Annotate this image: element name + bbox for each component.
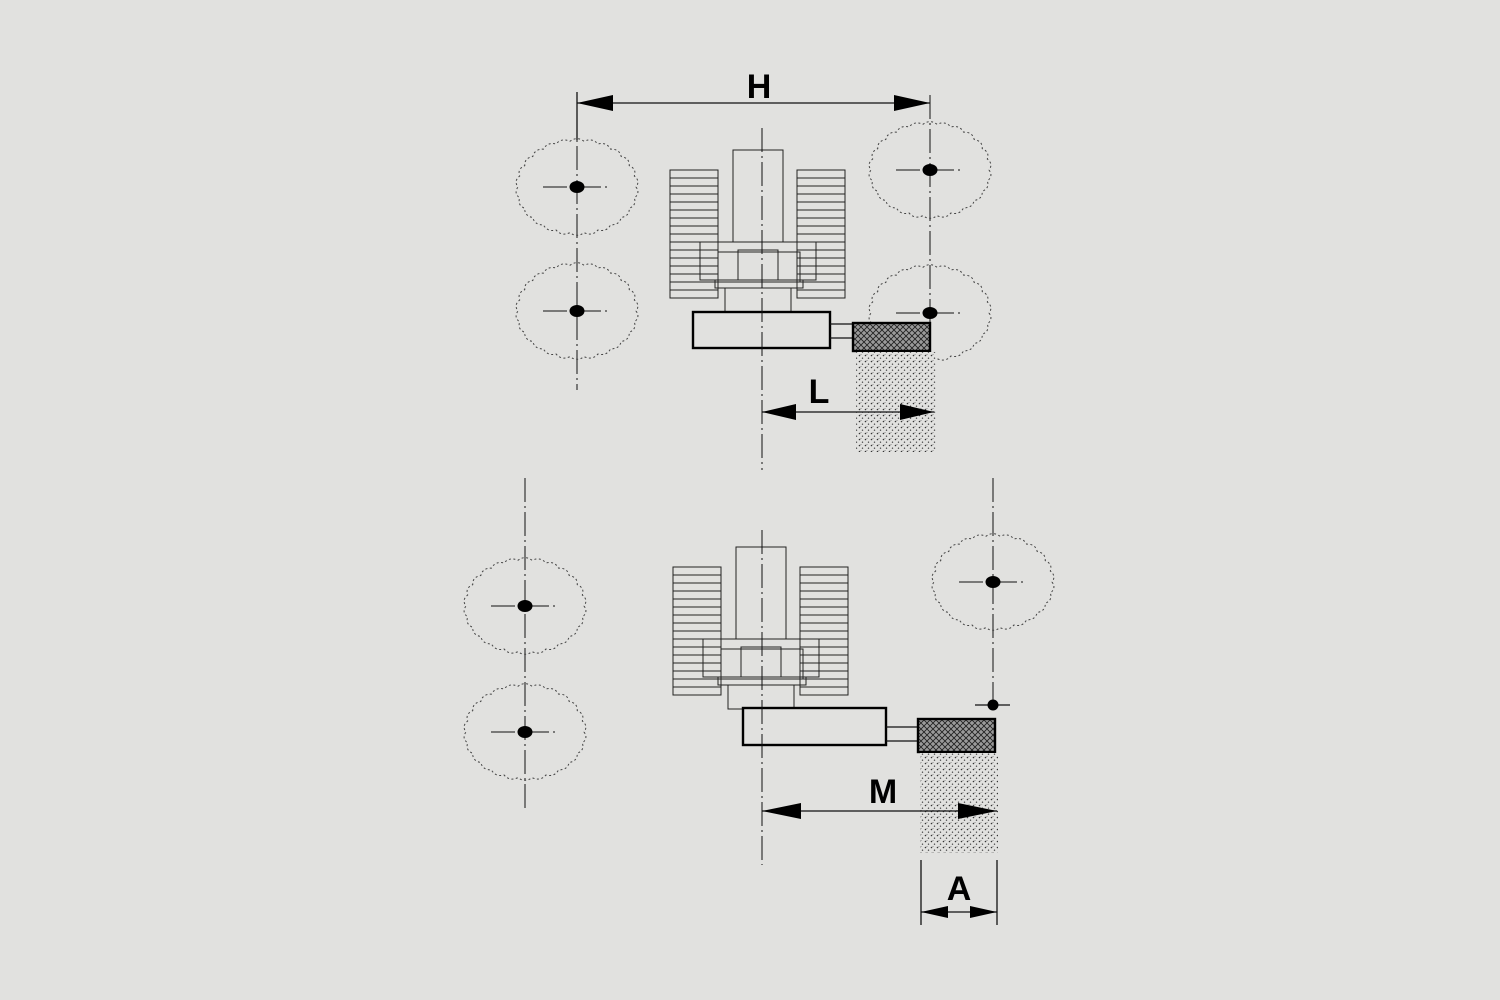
- dimension-label-m: M: [869, 773, 897, 811]
- tree-trunk-marker: [985, 576, 1001, 588]
- bottom-view: M A: [463, 478, 1055, 925]
- tractor-icon: [669, 149, 846, 313]
- tractor-icon: [672, 546, 849, 710]
- tree-crown-outline: [868, 264, 992, 362]
- tree-crown-outline: [463, 683, 587, 781]
- dimension-h-arrow-right: [894, 95, 930, 111]
- dimension-l-arrow-left: [762, 404, 796, 420]
- mulcher-head-icon: [851, 321, 932, 353]
- tree-crown-icon: [515, 121, 992, 362]
- dimension-l-arrow-right: [900, 404, 934, 420]
- tree-crown-outline: [868, 121, 992, 219]
- dimension-a-arrow-left: [921, 906, 948, 918]
- tractor-hood: [732, 149, 784, 243]
- tractor-cab: [740, 646, 782, 678]
- tree-trunk-marker: [517, 600, 533, 612]
- tree-crown-icon: [463, 533, 1055, 781]
- dimension-h-arrow-left: [577, 95, 613, 111]
- dimension-m-arrow-right: [958, 803, 997, 819]
- tractor-hitch: [727, 684, 795, 710]
- tree-crown-outline: [931, 533, 1055, 631]
- tree-crown-outline: [515, 138, 639, 236]
- tractor-hood: [735, 546, 787, 640]
- dimension-m-arrow-left: [762, 803, 801, 819]
- tractor-seat: [717, 251, 801, 283]
- tree-trunk-marker: [517, 726, 533, 738]
- dimension-label-h: H: [747, 68, 772, 106]
- tractor-cab: [737, 249, 779, 281]
- tree-trunk-marker: [987, 699, 999, 711]
- mulcher-arm-extended: [741, 706, 888, 747]
- top-view: H L: [515, 68, 992, 470]
- dimension-label-a: A: [947, 870, 972, 908]
- tree-trunk-marker: [922, 307, 938, 319]
- tree-trunk-marker: [569, 181, 585, 193]
- mulcher-head-icon: [916, 717, 997, 754]
- mowed-strip: [856, 352, 936, 452]
- tree-crown-outline: [515, 262, 639, 360]
- tree-crown-outline: [463, 557, 587, 655]
- tree-trunk-marker: [569, 305, 585, 317]
- tractor-hitch: [724, 287, 792, 313]
- dimension-label-l: L: [809, 373, 830, 411]
- tractor-hitch-plate: [714, 279, 804, 289]
- dimension-a-arrow-right: [970, 906, 997, 918]
- mowed-strip-2: [920, 753, 998, 853]
- tree-trunk-marker: [922, 164, 938, 176]
